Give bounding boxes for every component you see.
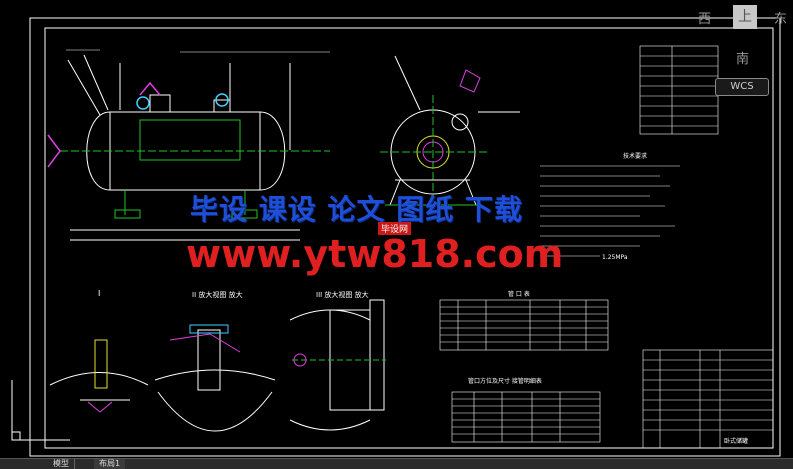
nozzle-table-title: 管 口 表 <box>508 290 530 298</box>
orientation-table-title: 管口方位及尺寸 接管明细表 <box>468 377 542 385</box>
watermark-logo: 毕设网 <box>378 222 412 235</box>
viewcube-west[interactable]: 西 <box>698 12 712 27</box>
title-block <box>642 349 774 449</box>
viewcube-east[interactable]: 东 <box>774 12 788 27</box>
viewcube-south[interactable]: 南 <box>736 52 750 67</box>
notes-title: 技术要求 <box>623 152 647 160</box>
tab-layout1[interactable]: 布局1 <box>94 459 126 469</box>
detail-label-I: I <box>98 289 100 298</box>
vessel-front-view <box>60 54 330 241</box>
watermark-url: www.ytw818.com <box>186 232 564 276</box>
vessel-side-view <box>380 55 520 206</box>
ucs-icon <box>11 380 70 441</box>
detail-view-II <box>154 324 276 432</box>
title-block-name: 卧式储罐 <box>724 437 748 445</box>
wcs-dropdown[interactable]: WCS <box>715 78 769 96</box>
drawing-frame <box>29 17 781 457</box>
detail-title-II: II 放大视图 放大 <box>192 290 243 299</box>
viewcube[interactable]: 西 上 东 南 <box>690 0 793 90</box>
vessel-front-leaders <box>66 49 330 53</box>
detail-view-I <box>49 339 149 413</box>
watermark-banner: 毕设 课设 论文 图纸 下载 <box>190 193 523 226</box>
nozzle-table <box>439 299 609 351</box>
tech-notes <box>540 45 719 257</box>
orientation-table <box>451 391 601 443</box>
viewcube-top-face[interactable]: 上 <box>733 5 757 29</box>
layout-tabs-bar: 模型 布局1 <box>0 458 793 469</box>
detail-view-III <box>289 299 386 431</box>
detail-title-III: III 放大视图 放大 <box>316 290 369 299</box>
pressure-note: 1.25MPa <box>602 254 628 261</box>
vessel-front-nozzles <box>47 81 229 168</box>
tab-model[interactable]: 模型 <box>48 459 75 469</box>
drawing-border <box>44 27 774 449</box>
